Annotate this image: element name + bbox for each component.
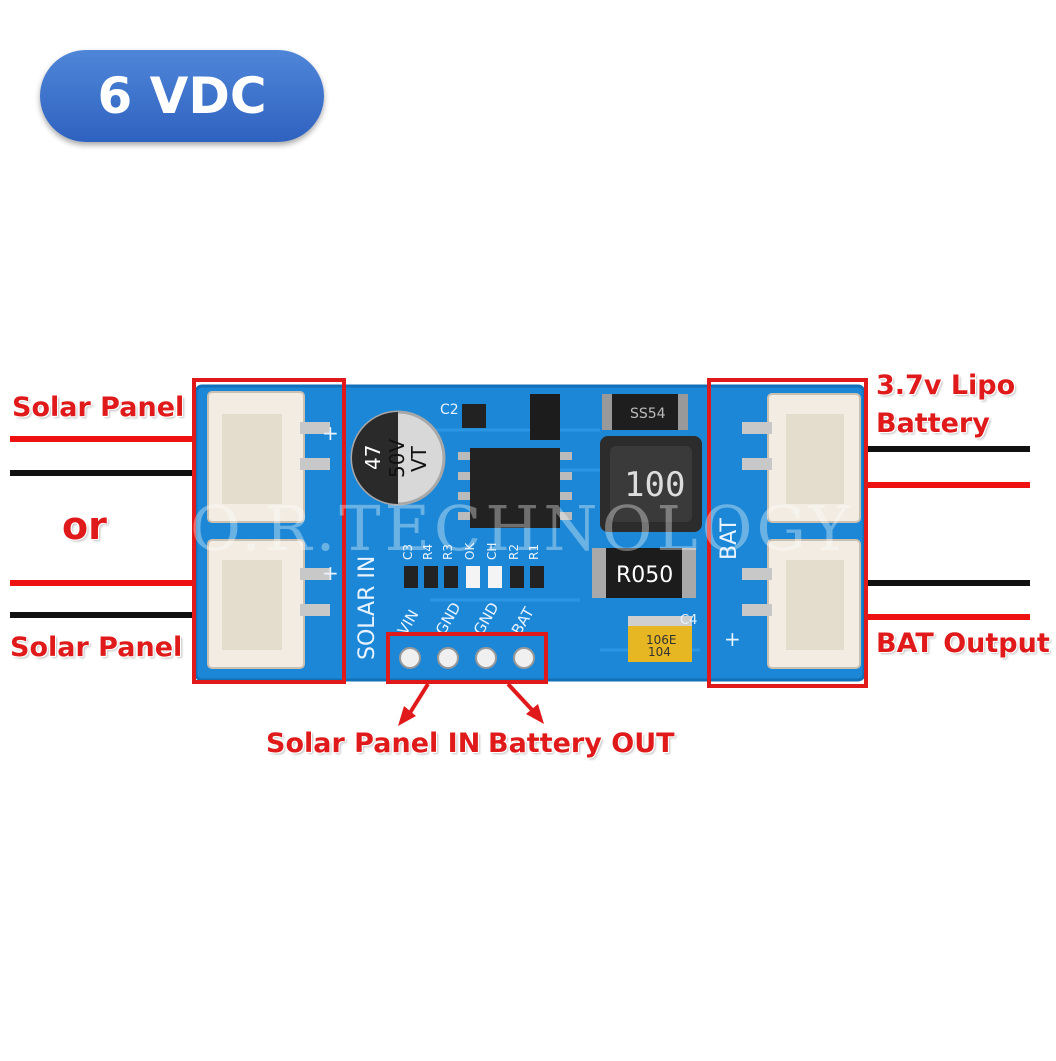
wire-right-black-1 — [850, 446, 1030, 452]
label-solar-panel-in: Solar Panel IN — [266, 728, 481, 759]
inductor: 100 — [600, 436, 702, 532]
silk-r4: R4 — [421, 544, 435, 560]
arrow-solar-in — [398, 682, 430, 726]
highlight-pin-header — [386, 632, 548, 684]
wire-left-black-2 — [10, 612, 206, 618]
label-solar-panel-top: Solar Panel — [12, 392, 185, 423]
label-lipo-battery-line1: 3.7v Lipo — [876, 370, 1016, 401]
left-connector-top — [207, 391, 330, 523]
tantalum-marking-1: 106E — [646, 633, 677, 647]
small-chip — [462, 404, 486, 428]
watermark: O.R.TECHNOLOGY — [190, 492, 854, 565]
left-connector-bottom — [207, 539, 330, 669]
label-bat-output: BAT Output — [876, 628, 1050, 659]
silk-plus-right: + — [724, 627, 741, 651]
cap-marking-3: VT — [407, 445, 431, 472]
silk-plus-top: + — [322, 421, 339, 445]
electrolytic-capacitor: 47 50V VT — [350, 410, 446, 506]
diode: SS54 — [602, 394, 688, 430]
resistor-marking: R050 — [616, 563, 673, 588]
tantalum-capacitor: 106E 104 — [628, 616, 692, 662]
right-connector-bottom — [742, 539, 861, 669]
cap-marking-2: 50V — [385, 439, 409, 478]
silk-c4: C4 — [680, 613, 697, 628]
silk-ok: OK — [463, 542, 477, 560]
silk-r3: R3 — [441, 544, 455, 560]
label-or: or — [62, 504, 107, 548]
sense-resistor: R050 — [592, 548, 696, 598]
label-lipo-battery-line2: Battery — [876, 408, 990, 439]
label-battery-out: Battery OUT — [488, 728, 675, 759]
wire-right-red-2 — [850, 614, 1030, 620]
right-connector-top — [742, 393, 861, 523]
silk-bat: BAT — [717, 518, 742, 560]
wire-left-red-2 — [10, 580, 206, 586]
silk-ch: CH — [485, 543, 499, 560]
diode-marking: SS54 — [630, 406, 666, 422]
wire-right-black-2 — [850, 580, 1030, 586]
voltage-badge: 6 VDC — [40, 50, 324, 142]
pin-header — [399, 647, 535, 669]
silk-r1: R1 — [527, 544, 541, 560]
wire-left-red-1 — [10, 436, 206, 442]
highlight-battery-ports — [707, 378, 868, 688]
silk-c2: C2 — [440, 402, 459, 418]
ic-chip — [458, 448, 572, 528]
wire-left-black-1 — [10, 470, 206, 476]
silk-r2: R2 — [507, 544, 521, 560]
wire-right-red-1 — [850, 482, 1030, 488]
highlight-solar-input — [192, 378, 346, 684]
inductor-marking: 100 — [624, 465, 685, 505]
tantalum-marking-2: 104 — [648, 645, 671, 659]
label-solar-panel-bottom: Solar Panel — [10, 632, 183, 663]
smd-row — [404, 566, 544, 588]
arrow-battery-out — [506, 682, 544, 724]
silk-solar-in: SOLAR IN — [355, 556, 380, 660]
transistor — [530, 394, 560, 440]
silk-plus-bottom: + — [322, 561, 339, 585]
cap-marking-1: 47 — [361, 445, 385, 470]
silk-c3: C3 — [401, 544, 415, 560]
